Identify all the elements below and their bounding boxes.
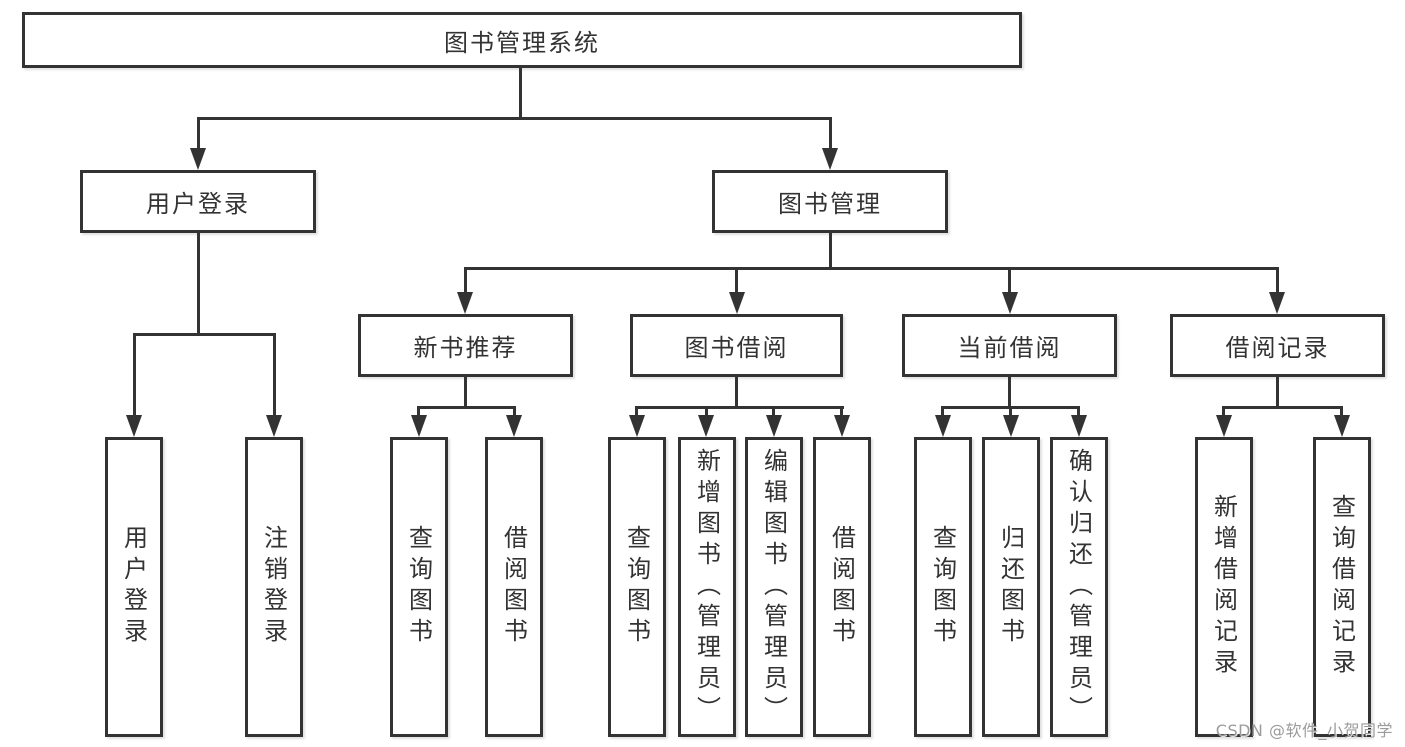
leaf-user-login: 用户登录: [105, 437, 163, 737]
connector-line: [464, 267, 1279, 270]
node-borrowing-records: 借阅记录: [1170, 314, 1385, 377]
arrow-down-icon: [266, 415, 282, 437]
connector-line: [941, 406, 944, 418]
connector-line: [197, 117, 832, 120]
connector-line: [133, 333, 136, 417]
arrow-down-icon: [506, 415, 522, 437]
arrow-down-icon: [766, 415, 782, 437]
connector-line: [133, 333, 276, 336]
arrow-down-icon: [411, 415, 427, 437]
leaf-borrow-books-recommend: 借阅图书: [485, 437, 543, 737]
csdn-watermark: CSDN @软件_小贺同学: [1215, 721, 1393, 740]
connector-line: [1276, 377, 1279, 408]
connector-line: [829, 233, 832, 270]
arrow-down-icon: [1002, 292, 1018, 314]
connector-line: [635, 406, 638, 418]
connector-line: [635, 406, 844, 409]
arrow-down-icon: [1003, 415, 1019, 437]
leaf-add-borrow-record: 新增借阅记录: [1195, 437, 1253, 737]
connector-line: [1222, 406, 1225, 418]
connector-line: [1340, 406, 1343, 418]
leaf-return-books: 归还图书: [982, 437, 1040, 737]
connector-line: [1222, 406, 1343, 409]
node-current-borrowing: 当前借阅: [902, 314, 1117, 377]
connector-line: [735, 267, 738, 294]
connector-line: [464, 377, 467, 408]
leaf-logout: 注销登录: [245, 437, 303, 737]
arrow-down-icon: [126, 415, 142, 437]
connector-line: [464, 267, 467, 294]
arrow-down-icon: [822, 148, 838, 170]
connector-line: [840, 406, 843, 418]
connector-line: [735, 377, 738, 408]
connector-line: [1009, 406, 1012, 418]
leaf-edit-books-admin: 编辑图书（管理员）: [745, 437, 803, 737]
leaf-borrow-books: 借阅图书: [813, 437, 871, 737]
connector-line: [705, 406, 708, 418]
connector-line: [1008, 377, 1011, 408]
arrow-down-icon: [457, 292, 473, 314]
arrow-down-icon: [1334, 415, 1350, 437]
connector-line: [1276, 267, 1279, 294]
arrow-down-icon: [190, 148, 206, 170]
leaf-search-books-borrow: 查询图书: [608, 437, 666, 737]
node-new-book-recommendation: 新书推荐: [358, 314, 573, 377]
arrow-down-icon: [698, 415, 714, 437]
connector-line: [197, 117, 200, 150]
arrow-down-icon: [935, 415, 951, 437]
arrow-down-icon: [1216, 415, 1232, 437]
connector-line: [1008, 267, 1011, 294]
connector-line: [829, 117, 832, 150]
arrow-down-icon: [834, 415, 850, 437]
node-book-management: 图书管理: [712, 170, 948, 233]
node-book-borrowing: 图书借阅: [630, 314, 843, 377]
node-library-system: 图书管理系统: [22, 12, 1022, 68]
node-user-login: 用户登录: [80, 170, 316, 233]
arrow-down-icon: [1269, 292, 1285, 314]
connector-line: [417, 406, 516, 409]
connector-line: [197, 233, 200, 336]
connector-line: [1077, 406, 1080, 418]
connector-line: [513, 406, 516, 418]
leaf-add-books-admin: 新增图书（管理员）: [678, 437, 736, 737]
leaf-search-books-current: 查询图书: [914, 437, 972, 737]
arrow-down-icon: [1071, 415, 1087, 437]
leaf-search-borrow-record: 查询借阅记录: [1313, 437, 1371, 737]
arrow-down-icon: [629, 415, 645, 437]
connector-line: [417, 406, 420, 418]
connector-line: [519, 68, 522, 120]
connector-line: [772, 406, 775, 418]
arrow-down-icon: [729, 292, 745, 314]
leaf-search-books-recommend: 查询图书: [390, 437, 448, 737]
leaf-confirm-return-admin: 确认归还（管理员）: [1050, 437, 1108, 737]
connector-line: [273, 333, 276, 417]
